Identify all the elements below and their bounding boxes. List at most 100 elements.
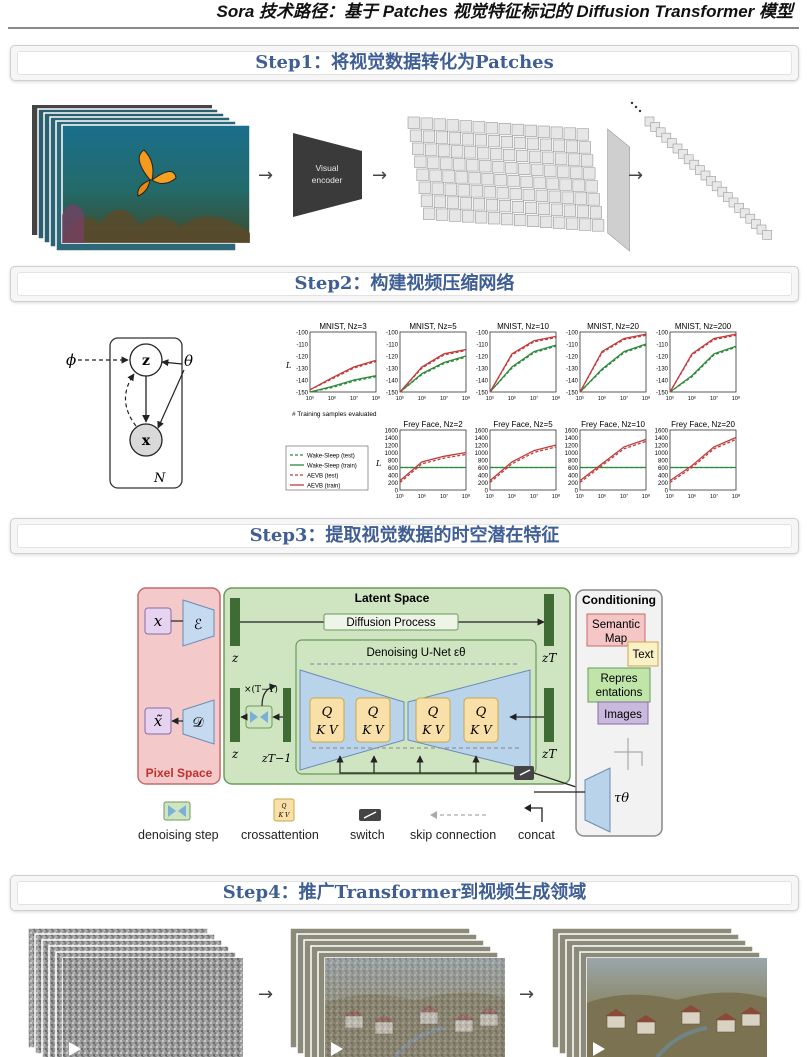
patch-cell [440, 157, 453, 170]
q-label: Q [428, 705, 439, 720]
patch-cell [555, 152, 568, 165]
zt-bottom-label: zT [541, 747, 557, 761]
series-line [669, 345, 737, 393]
legend-concat: concat [518, 828, 555, 842]
house [741, 1013, 761, 1027]
sequence-patch [700, 170, 711, 181]
y-tick-label: -150 [656, 391, 669, 397]
svg-text:K V: K V [278, 812, 290, 819]
y-tick-label: -110 [476, 343, 488, 349]
patch-cell [427, 156, 440, 169]
series-line [399, 356, 467, 393]
legend-entry: Wake-Sleep (test) [307, 454, 355, 460]
z-top-label: z [231, 651, 239, 665]
patch-cell [496, 187, 509, 200]
patch-cube [407, 116, 630, 252]
step1-label: Step1：将视觉数据转化为Patches [17, 51, 792, 75]
patch-cell [585, 180, 598, 193]
partially-denoised-frames [289, 927, 506, 1057]
y-tick-label: 1200 [655, 444, 669, 450]
patch-cell [409, 129, 423, 142]
sequence-patch [689, 159, 700, 170]
x-tick-label: 10⁸ [462, 395, 470, 402]
patch-cell [570, 166, 583, 179]
patch-cell [539, 138, 553, 151]
plot-legend: Wake-Sleep (test)Wake-Sleep (train)AEVB … [285, 445, 369, 491]
plot-frame [579, 429, 647, 491]
encoder-symbol: ℰ [194, 617, 202, 633]
patch-cell [511, 201, 525, 214]
unet-encoder-shape [299, 669, 405, 771]
y-tick-label: -100 [566, 331, 579, 337]
x-tick-label: 10⁵ [396, 395, 404, 402]
patch-cell [550, 203, 564, 216]
patch-cell [472, 121, 485, 134]
patch-cell [435, 131, 449, 144]
patch-cell [565, 140, 579, 153]
y-tick-label: 1200 [385, 444, 399, 450]
x-tick-label: 10⁷ [710, 493, 718, 500]
ellipsis-dot [638, 109, 642, 113]
patch-cell [581, 154, 594, 167]
series-line [579, 333, 647, 393]
qkv-block: QK V [355, 697, 391, 743]
patch-cell [414, 155, 427, 168]
x-tick-label: 10⁶ [688, 493, 696, 500]
y-tick-label: -110 [386, 343, 398, 349]
plot-frame [489, 331, 557, 393]
x-tick-label: 10⁷ [620, 493, 628, 500]
patch-cell [481, 173, 494, 186]
series-line [489, 344, 557, 393]
patch-cell [578, 141, 592, 154]
svg-text:→: → [258, 165, 273, 186]
patch-cell [514, 214, 527, 227]
x-tick-label: 10⁷ [350, 395, 358, 402]
sequence-patch [706, 176, 716, 186]
zt-top-label: zT [541, 651, 557, 665]
patch-cell [537, 125, 550, 138]
x-tick-label: 10⁸ [642, 493, 650, 500]
y-tick-label: -110 [566, 343, 578, 349]
title-divider [8, 27, 799, 29]
x-axis-label: # Training samples evaluated [292, 411, 377, 418]
zt-1-label: zT−1 [261, 752, 291, 765]
y-tick-label: 600 [478, 466, 489, 472]
y-tick-label: 200 [658, 481, 669, 487]
sequence-patch [728, 197, 739, 208]
legend-skip-connection-icon [430, 811, 486, 819]
svg-text:→: → [372, 165, 387, 186]
sequence-patch [756, 224, 767, 235]
patch-cell [561, 191, 574, 204]
x-tick-label: 10⁵ [666, 493, 674, 500]
y-tick-label: -140 [386, 379, 399, 385]
repres-line2: entations [596, 687, 643, 699]
series-line [399, 453, 467, 483]
y-axis-symbol: L [375, 459, 381, 468]
y-tick-label: 600 [388, 466, 399, 472]
step1-illustration: → Visual encoder → → [32, 101, 772, 252]
plot-title: Frey Face, Nz=20 [671, 420, 735, 429]
phi-label: ϕ [66, 351, 76, 369]
patch-cell [464, 146, 477, 159]
patch-cell [483, 186, 496, 199]
patch-cell [589, 206, 603, 219]
patch-cell [522, 188, 535, 201]
patch-cell [557, 165, 570, 178]
images-box [597, 701, 649, 725]
patch-cell [540, 215, 553, 228]
ellipsis-dot [634, 105, 638, 109]
step3-label: Step3：提取视觉数据的时空潜在特征 [17, 524, 792, 548]
latent-bar-z-bottom [230, 688, 240, 742]
sequence-patch [739, 208, 750, 219]
patch-cell [535, 189, 548, 202]
images-label: Images [604, 709, 642, 721]
x-tilde-symbol: x̃ [154, 712, 163, 730]
patch-cell [444, 183, 457, 196]
y-tick-label: 1400 [475, 436, 489, 442]
patch-cell [501, 213, 514, 226]
y-tick-label: -140 [296, 379, 309, 385]
encoder-shape [182, 599, 215, 647]
y-tick-label: 1000 [385, 451, 399, 457]
q-label: Q [368, 705, 379, 720]
